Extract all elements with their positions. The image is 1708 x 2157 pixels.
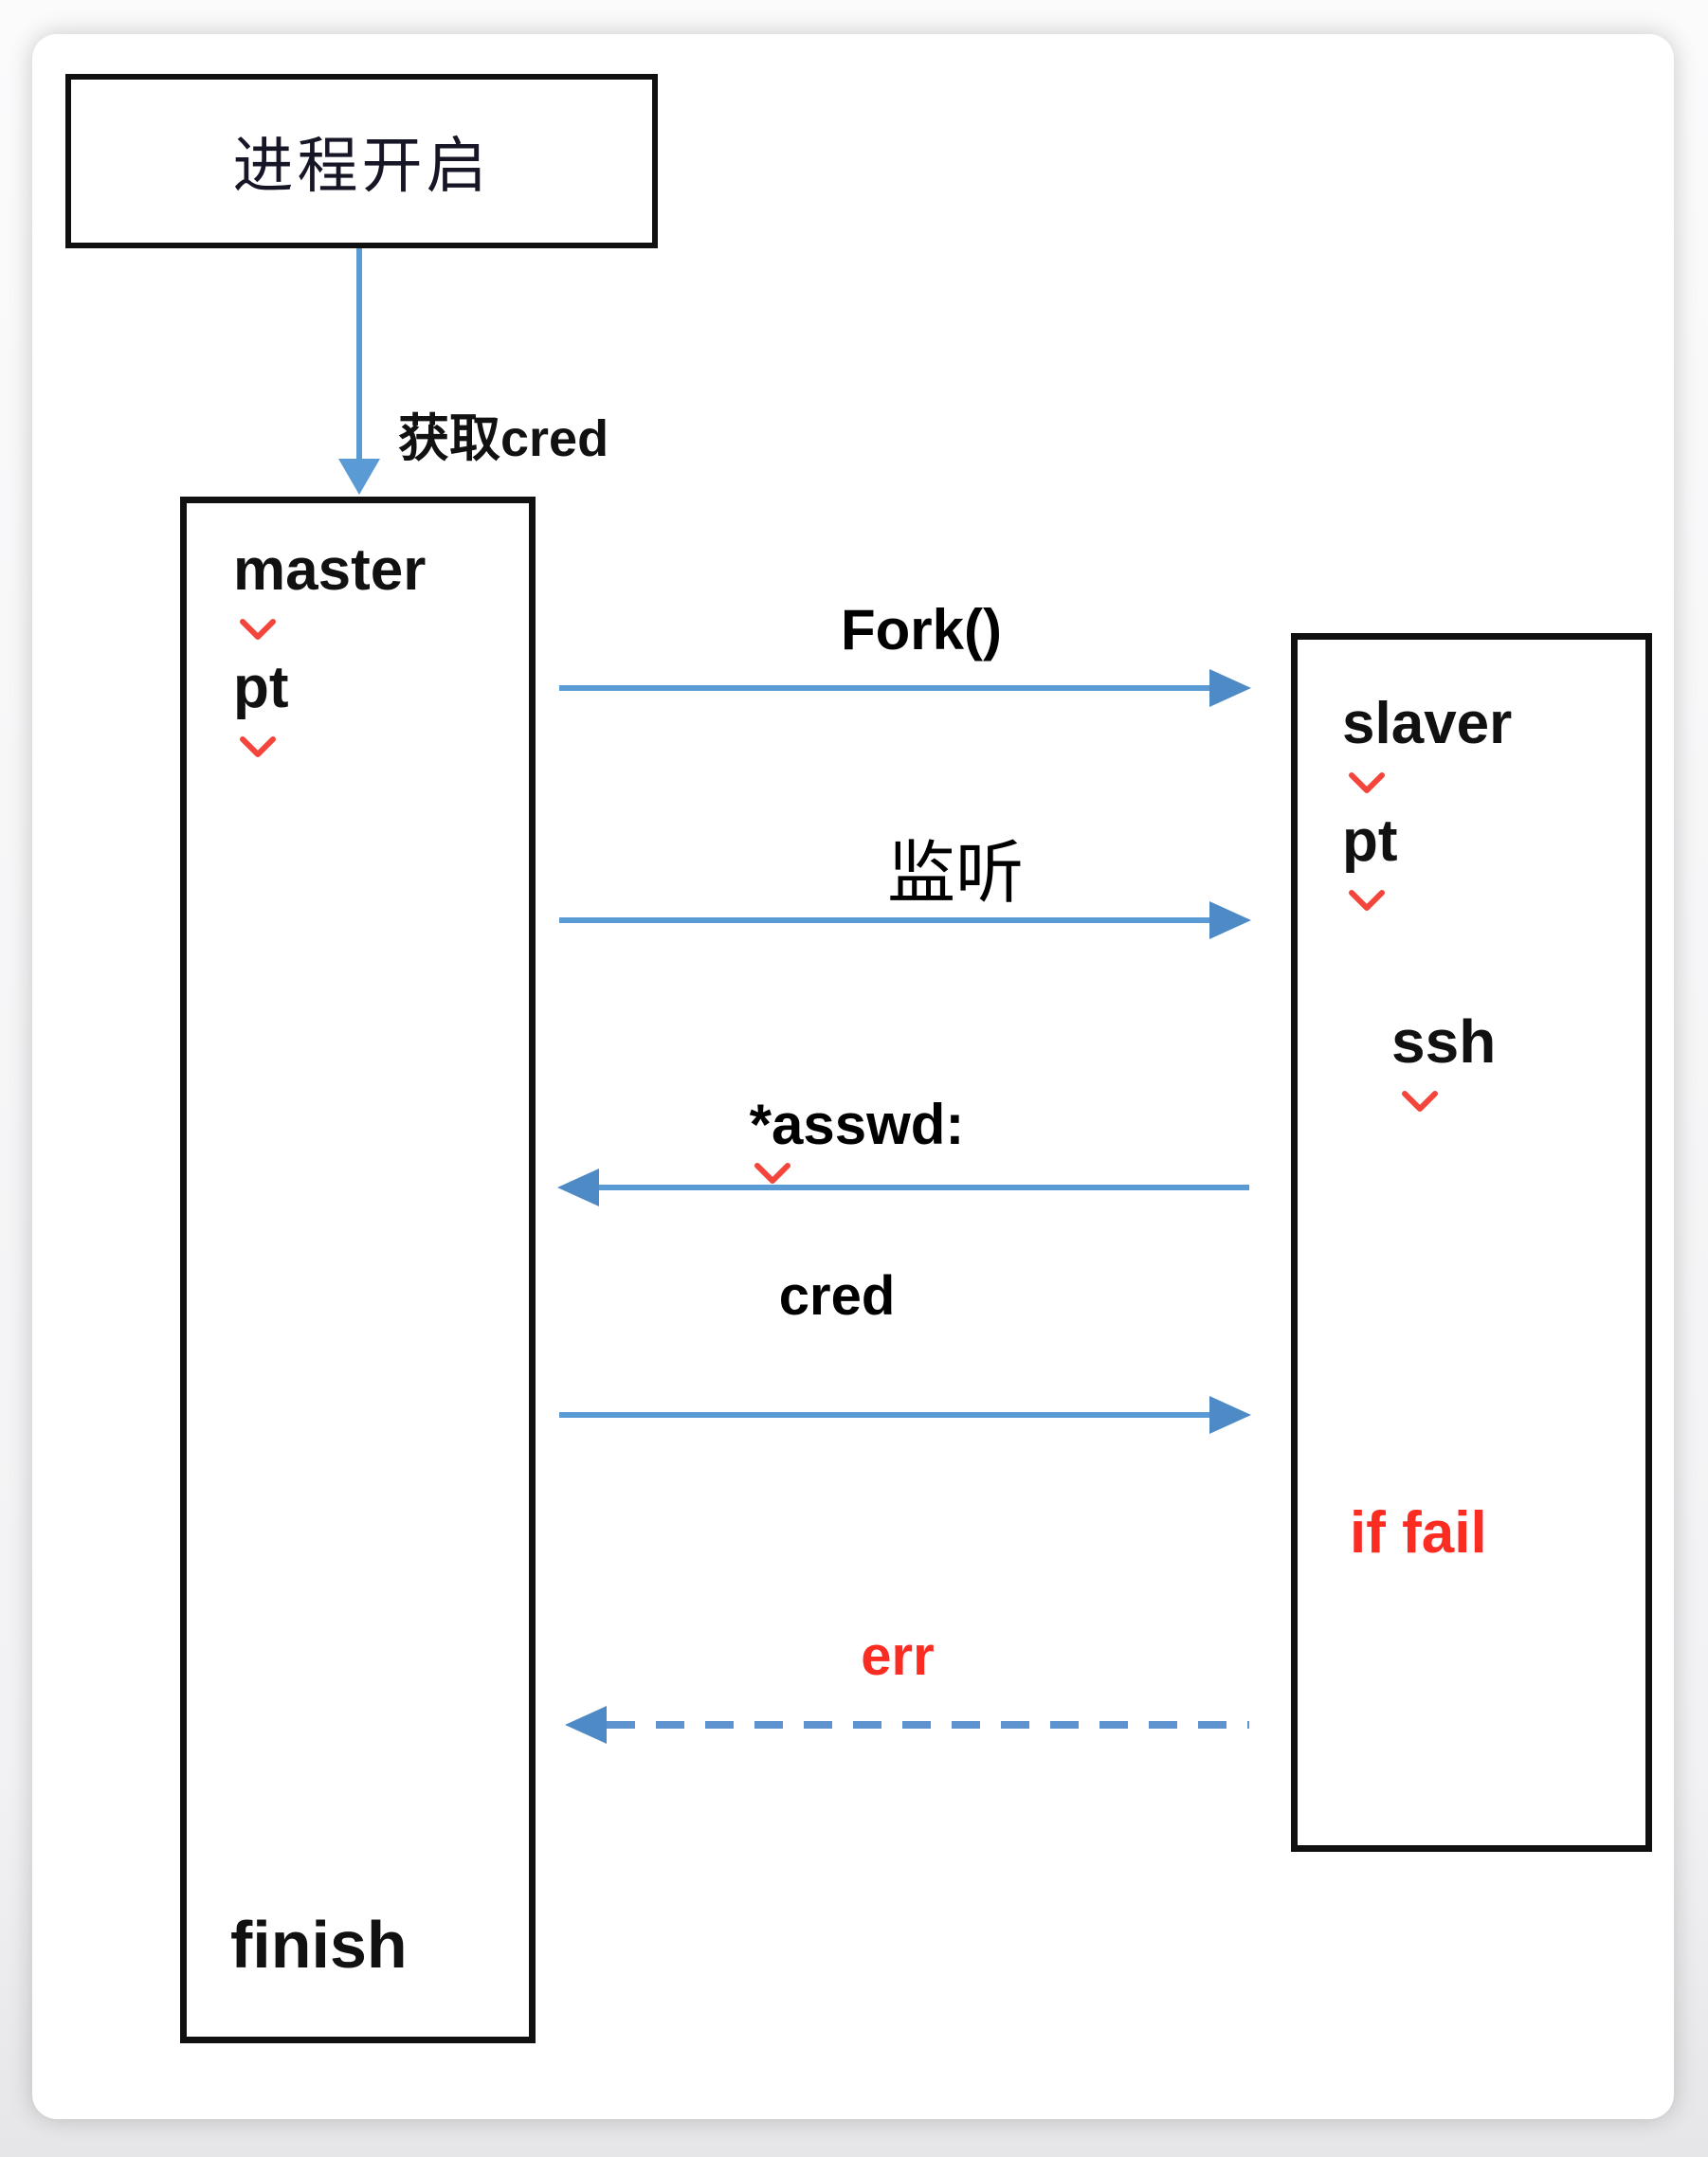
message-cred-label: cred [778,1265,896,1327]
spellcheck-icon [754,1163,790,1184]
arrow-left-icon [557,1169,599,1206]
start-box-label: 进程开启 [232,132,491,202]
spellcheck-icon [1402,1091,1438,1112]
master-pt-label: pt [233,655,289,720]
arrow-right-icon [1209,669,1251,707]
spellcheck-icon [240,619,276,640]
err-dashed-arrow-line [607,1721,1249,1729]
slaver-pt-label: pt [1342,808,1398,874]
listen-arrow-line [559,917,1211,923]
ssh-label: ssh [1391,1007,1497,1076]
if-fail-label: if fail [1350,1500,1487,1566]
finish-label: finish [230,1908,408,1982]
start-box: 进程开启 [65,74,658,248]
down-arrow-icon [338,459,380,495]
get-cred-label: 获取cred [398,410,609,467]
arrow-right-icon [1209,1396,1251,1434]
message-err-label: err [861,1625,935,1687]
spellcheck-icon [1349,772,1385,793]
message-passwd-label: *asswd: [749,1093,965,1156]
fork-arrow-line [559,685,1211,691]
message-fork-label: Fork() [841,598,1002,662]
master-label: master [233,537,427,603]
arrow-left-icon [565,1706,607,1744]
master-lifeline-box [180,497,536,2043]
cred-arrow-line [559,1412,1211,1418]
spellcheck-icon [1349,890,1385,911]
slaver-lifeline-box [1291,633,1652,1852]
message-listen-label: 监听 [886,833,1024,913]
down-arrow-line [356,248,362,461]
passwd-arrow-line [599,1185,1249,1190]
arrow-right-icon [1209,901,1251,939]
slaver-label: slaver [1342,691,1513,756]
spellcheck-icon [240,736,276,757]
